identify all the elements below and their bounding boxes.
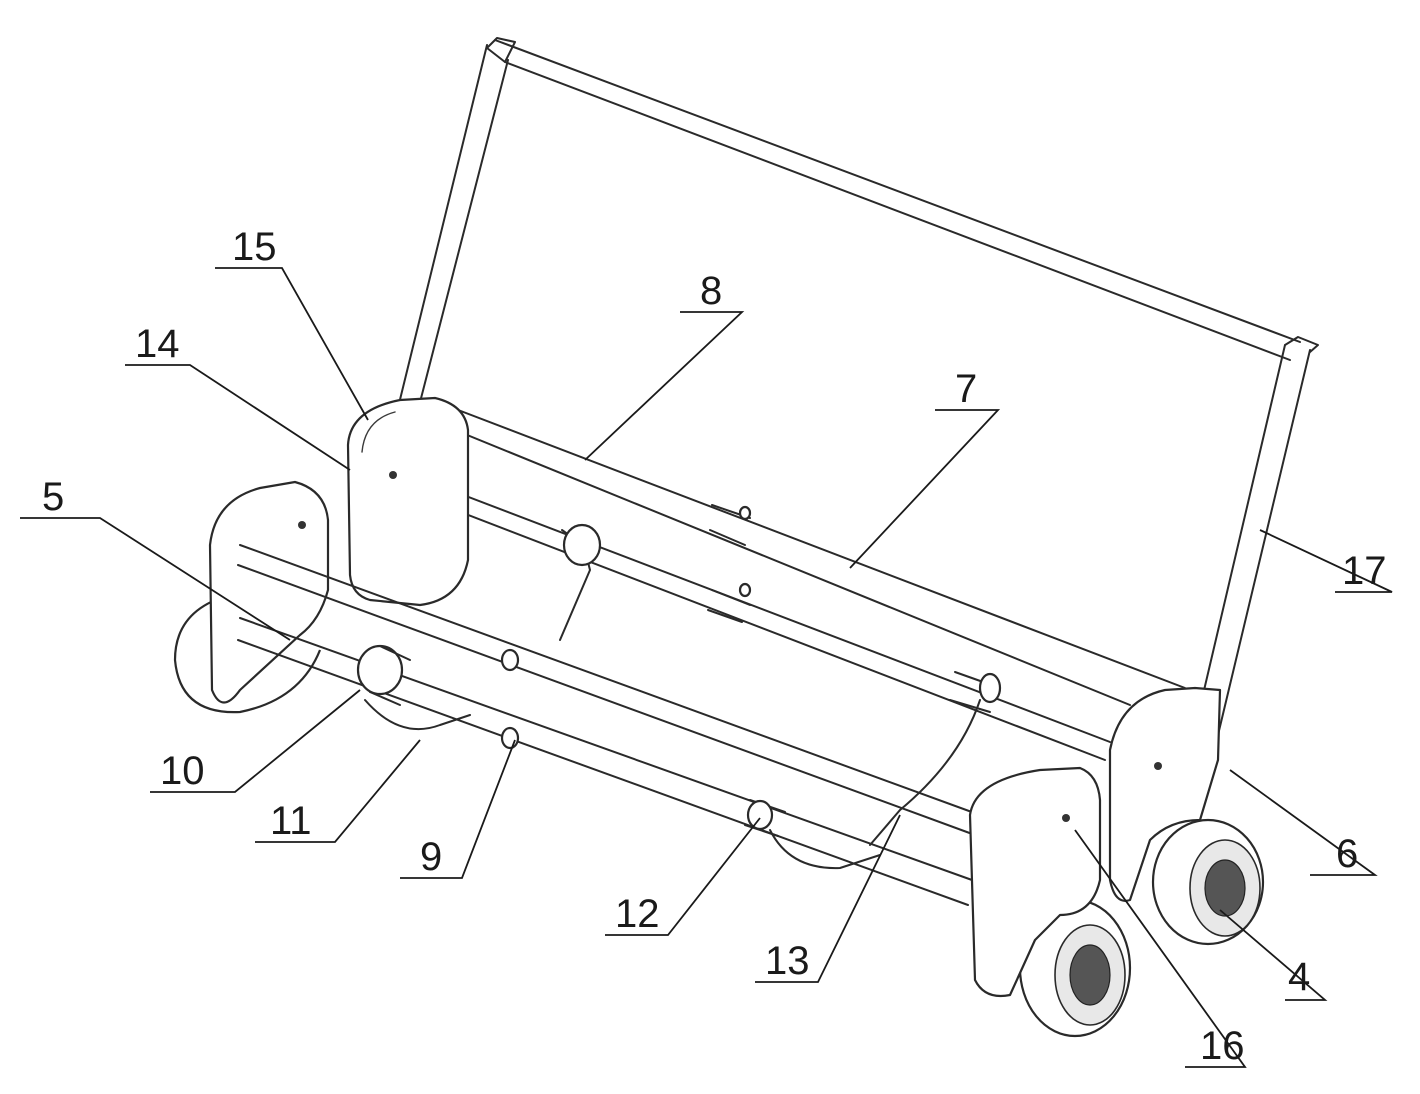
right-front-plate [968, 766, 1102, 998]
leader-lines [20, 267, 1393, 1068]
left-front-plate [208, 480, 330, 704]
label-11: 11 [270, 799, 312, 843]
right-rear-plate [1108, 686, 1222, 902]
label-17: 17 [1342, 549, 1387, 593]
label-14: 14 [135, 322, 180, 366]
label-15: 15 [232, 225, 277, 269]
label-8: 8 [700, 269, 722, 313]
wheels [173, 593, 1265, 1038]
label-12: 12 [615, 892, 660, 936]
label-10: 10 [160, 749, 205, 793]
label-6: 6 [1336, 832, 1358, 876]
handle-frame [394, 37, 1319, 761]
part-labels: 4 5 6 7 8 9 10 11 12 13 14 15 16 17 [42, 225, 1387, 1068]
left-rear-plate [346, 396, 470, 607]
label-5: 5 [42, 475, 64, 519]
label-4: 4 [1288, 955, 1310, 999]
label-16: 16 [1200, 1024, 1245, 1068]
label-13: 13 [765, 939, 810, 983]
front-rods [237, 523, 981, 906]
label-9: 9 [420, 835, 442, 879]
rear-rods [444, 404, 1186, 761]
label-7: 7 [955, 367, 977, 411]
